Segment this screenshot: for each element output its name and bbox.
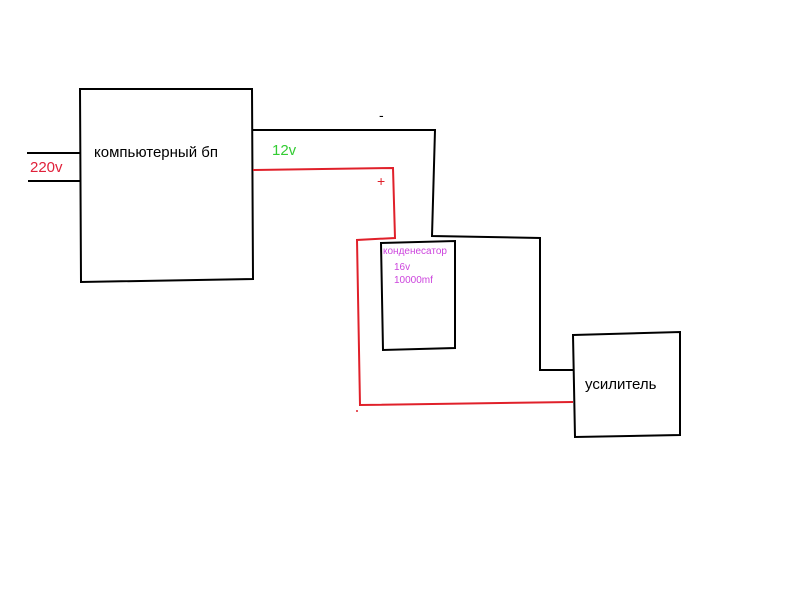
amplifier-label: усилитель — [585, 376, 657, 393]
input-voltage-label: 220v — [30, 159, 63, 176]
capacitor-voltage: 16v — [394, 262, 411, 273]
capacitor-capacitance: 10000mf — [394, 275, 433, 286]
minus-label: - — [379, 107, 384, 123]
positive-wire — [252, 166, 574, 407]
psu-box — [78, 88, 255, 284]
negative-wire — [252, 129, 573, 371]
output-voltage-label: 12v — [272, 142, 297, 159]
amplifier-box — [571, 330, 681, 439]
capacitor-label: конденесатор — [383, 246, 447, 257]
capacitor-box — [379, 239, 456, 352]
psu-label: компьютерный бп — [94, 144, 218, 161]
stray-dot — [356, 410, 358, 412]
plus-label: + — [377, 173, 386, 189]
